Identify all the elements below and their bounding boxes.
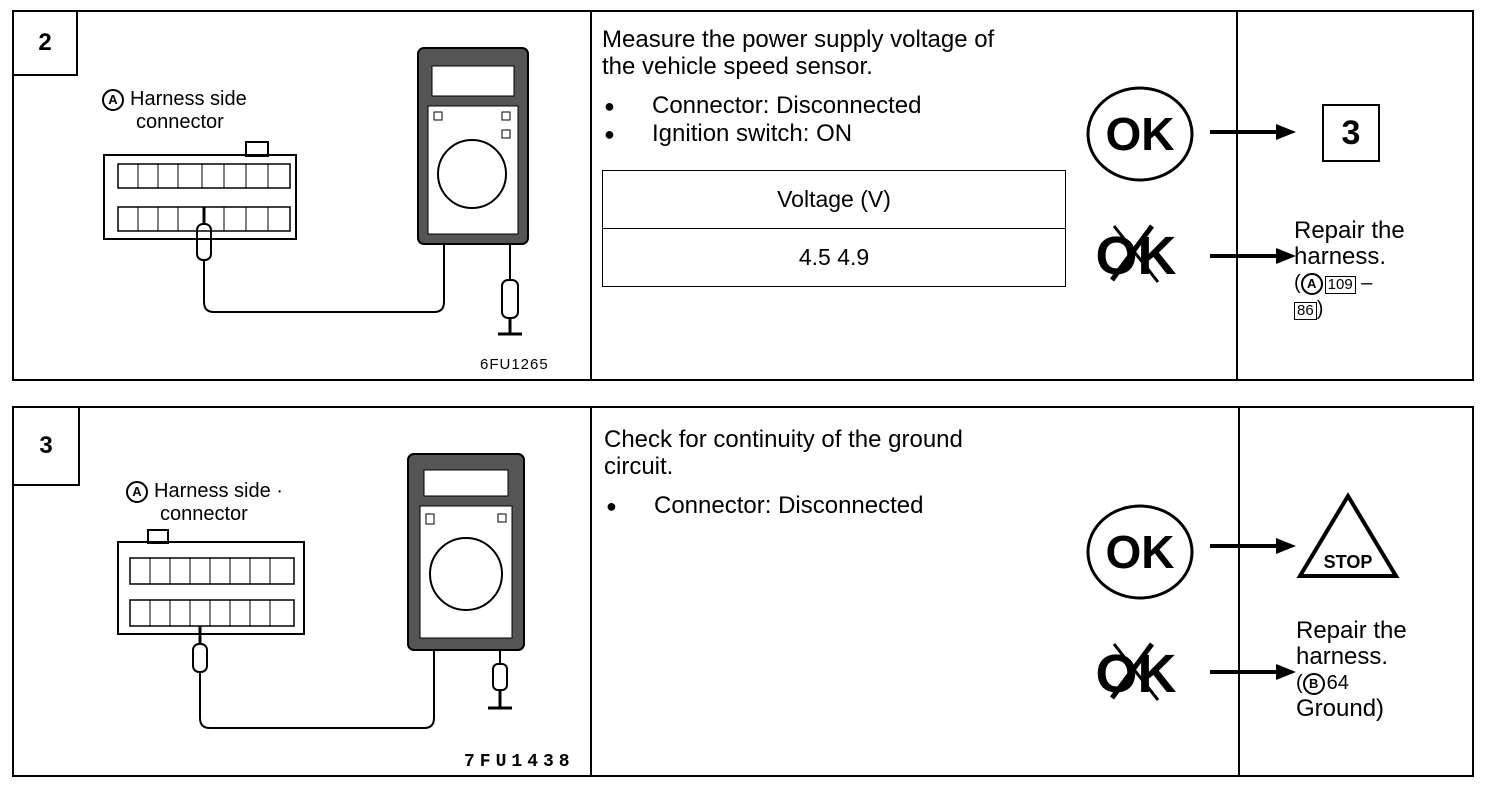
figure-code: 7FU1438: [464, 752, 575, 772]
connector-illustration: [117, 529, 305, 635]
column-divider: [590, 408, 592, 775]
goto-step-box: 3: [1322, 104, 1380, 162]
connector-letter-icon: A: [102, 88, 124, 111]
voltage-table: Voltage (V) 4.5 4.9: [602, 170, 1066, 287]
svg-text:STOP: STOP: [1324, 552, 1373, 572]
connector-multimeter-diagram: [103, 47, 529, 336]
figure-code: 6FU1265: [480, 356, 549, 373]
svg-text:OK: OK: [1106, 526, 1175, 578]
voltage-value: 4.5 4.9: [602, 228, 1066, 287]
arrow-right-icon: [1210, 664, 1296, 680]
ok-icon: OK: [1084, 502, 1196, 607]
ng-icon: OK: [1088, 642, 1188, 707]
condition-item: Connector: Disconnected: [604, 92, 921, 120]
ng-icon: OK: [1088, 224, 1188, 289]
instruction-text: Measure the power supply voltage of the …: [602, 26, 995, 80]
connector-illustration: [103, 141, 297, 240]
condition-list: Connector: Disconnected Ignition switch:…: [604, 92, 921, 148]
instruction-text: Check for continuity of the ground circu…: [604, 426, 963, 480]
column-divider: [1238, 408, 1240, 775]
stop-icon: STOP: [1296, 492, 1400, 578]
condition-item: Ignition switch: ON: [604, 120, 921, 148]
condition-list: Connector: Disconnected: [606, 492, 923, 520]
column-divider: [590, 12, 592, 379]
connector-letter-icon: A: [1300, 272, 1323, 295]
multimeter-illustration: [407, 453, 525, 651]
arrow-right-icon: [1210, 538, 1296, 554]
voltage-header: Voltage (V): [602, 170, 1066, 229]
connector-letter-icon: B: [1302, 672, 1325, 695]
column-divider: [1236, 12, 1238, 379]
step-number: 2: [12, 10, 78, 76]
connector-multimeter-diagram: [117, 453, 525, 729]
condition-item: Connector: Disconnected: [606, 492, 923, 520]
multimeter-illustration: [417, 47, 529, 245]
connector-letter-icon: A: [126, 480, 148, 503]
ok-icon: OK: [1084, 84, 1196, 189]
svg-text:OK: OK: [1106, 108, 1175, 160]
arrow-right-icon: [1210, 124, 1296, 140]
step-number: 3: [12, 406, 80, 486]
step-2-panel: 2: [12, 10, 1474, 381]
arrow-right-icon: [1210, 248, 1296, 264]
